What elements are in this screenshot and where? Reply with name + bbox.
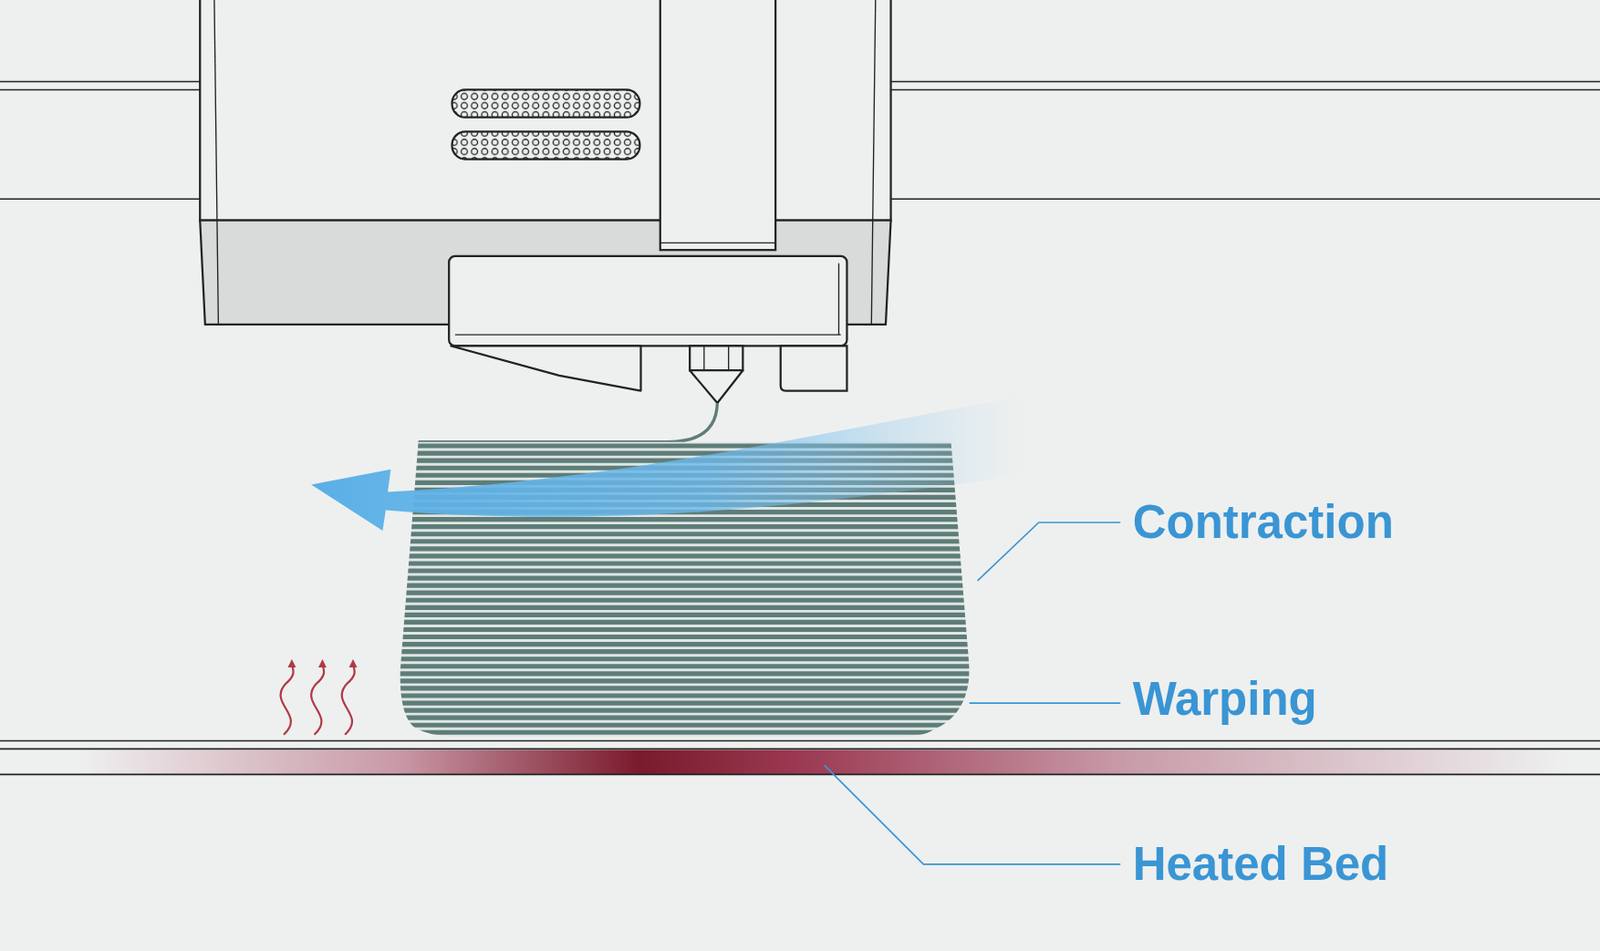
callout-label: Contraction xyxy=(1132,496,1394,551)
callout-label: Warping xyxy=(1132,673,1318,728)
callout-label: Heated Bed xyxy=(1132,838,1390,893)
